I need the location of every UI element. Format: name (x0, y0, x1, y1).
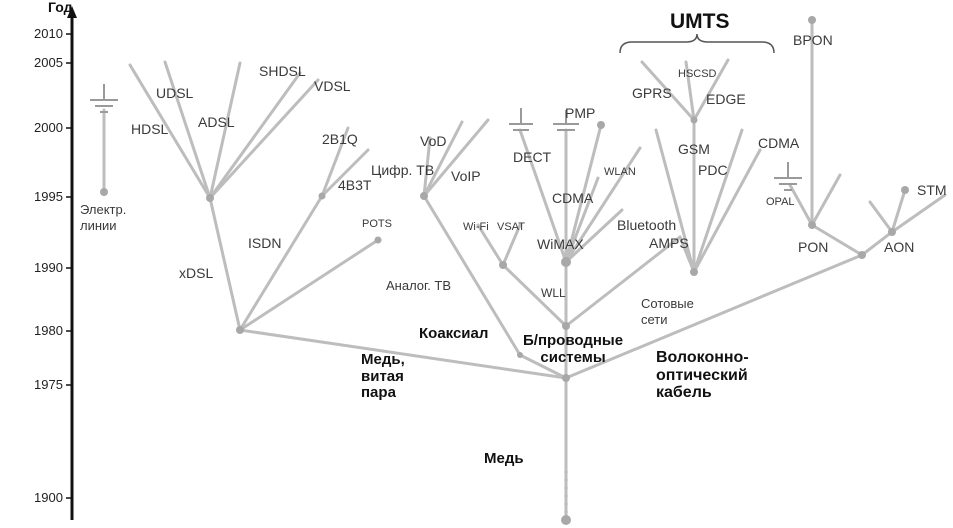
label-stm: STM (917, 182, 947, 198)
label-power-lines: Электр. линии (80, 202, 127, 233)
year-label-2000: 2000 (34, 120, 63, 135)
year-axis-ticks (66, 33, 72, 499)
label-pots: POTS (362, 218, 392, 230)
year-axis-title: Год (48, 0, 73, 15)
year-label-1900: 1900 (34, 490, 63, 505)
category-twisted-pair-copper: Медь, витая пара (361, 351, 405, 401)
year-label-1990: 1990 (34, 260, 63, 275)
label-bpon: BPON (793, 32, 833, 48)
label-voip: VoIP (451, 168, 481, 184)
label-gsm: GSM (678, 141, 710, 157)
root-dotted-tail (564, 470, 568, 514)
label-wll: WLL (541, 286, 566, 300)
label-pon: PON (798, 239, 829, 255)
category-coaxial: Коаксиал (419, 325, 489, 342)
label-wifi: Wi-Fi (463, 221, 489, 233)
label-udsl: UDSL (156, 85, 194, 101)
category-fiber-optic-cable: Волоконно- оптический кабель (656, 349, 749, 402)
label-cdma-cellular: CDMA (758, 135, 800, 151)
branch-nodes (100, 16, 909, 525)
label-dect: DECT (513, 149, 552, 165)
label-opal: OPAL (766, 196, 795, 208)
year-axis-arrowhead (67, 6, 77, 18)
label-edge: EDGE (706, 91, 746, 107)
label-adsl: ADSL (198, 114, 235, 130)
label-analog-tv: Аналог. ТВ (386, 278, 452, 293)
category-copper: Медь (484, 450, 524, 467)
label-cellular-networks: Сотовые сети (641, 296, 694, 327)
label-hscsd: HSCSD (678, 68, 717, 80)
label-4b3t: 4B3T (338, 177, 372, 193)
label-amps: AMPS (649, 235, 689, 251)
category-wireless-systems: Б/проводные системы (523, 332, 624, 366)
year-label-2010: 2010 (34, 26, 63, 41)
year-label-2005: 2005 (34, 55, 63, 70)
year-label-1975: 1975 (34, 377, 63, 392)
label-cdma-wireless: CDMA (552, 190, 594, 206)
label-pdc: PDC (698, 162, 728, 178)
year-label-1980: 1980 (34, 323, 63, 338)
label-xdsl: xDSL (179, 265, 214, 281)
label-wimax: WiMAX (537, 236, 584, 252)
label-wlan: WLAN (604, 166, 636, 178)
label-2b1q: 2B1Q (322, 131, 358, 147)
label-aon: AON (884, 239, 915, 255)
label-vod: VoD (420, 133, 447, 149)
label-shdsl: SHDSL (259, 63, 306, 79)
label-bluetooth: Bluetooth (617, 217, 677, 233)
year-label-1995: 1995 (34, 189, 63, 204)
tree-branches (102, 18, 947, 520)
label-vdsl: VDSL (314, 78, 351, 94)
label-vsat: VSAT (497, 221, 525, 233)
antenna-icons (90, 84, 802, 191)
label-gprs: GPRS (632, 85, 672, 101)
label-digital-tv: Цифр. ТВ (371, 162, 435, 178)
umts-brace (619, 33, 775, 54)
label-umts: UMTS (670, 10, 730, 33)
label-pmp: PMP (565, 105, 596, 121)
label-hdsl: HDSL (131, 121, 169, 137)
label-isdn: ISDN (248, 235, 282, 251)
